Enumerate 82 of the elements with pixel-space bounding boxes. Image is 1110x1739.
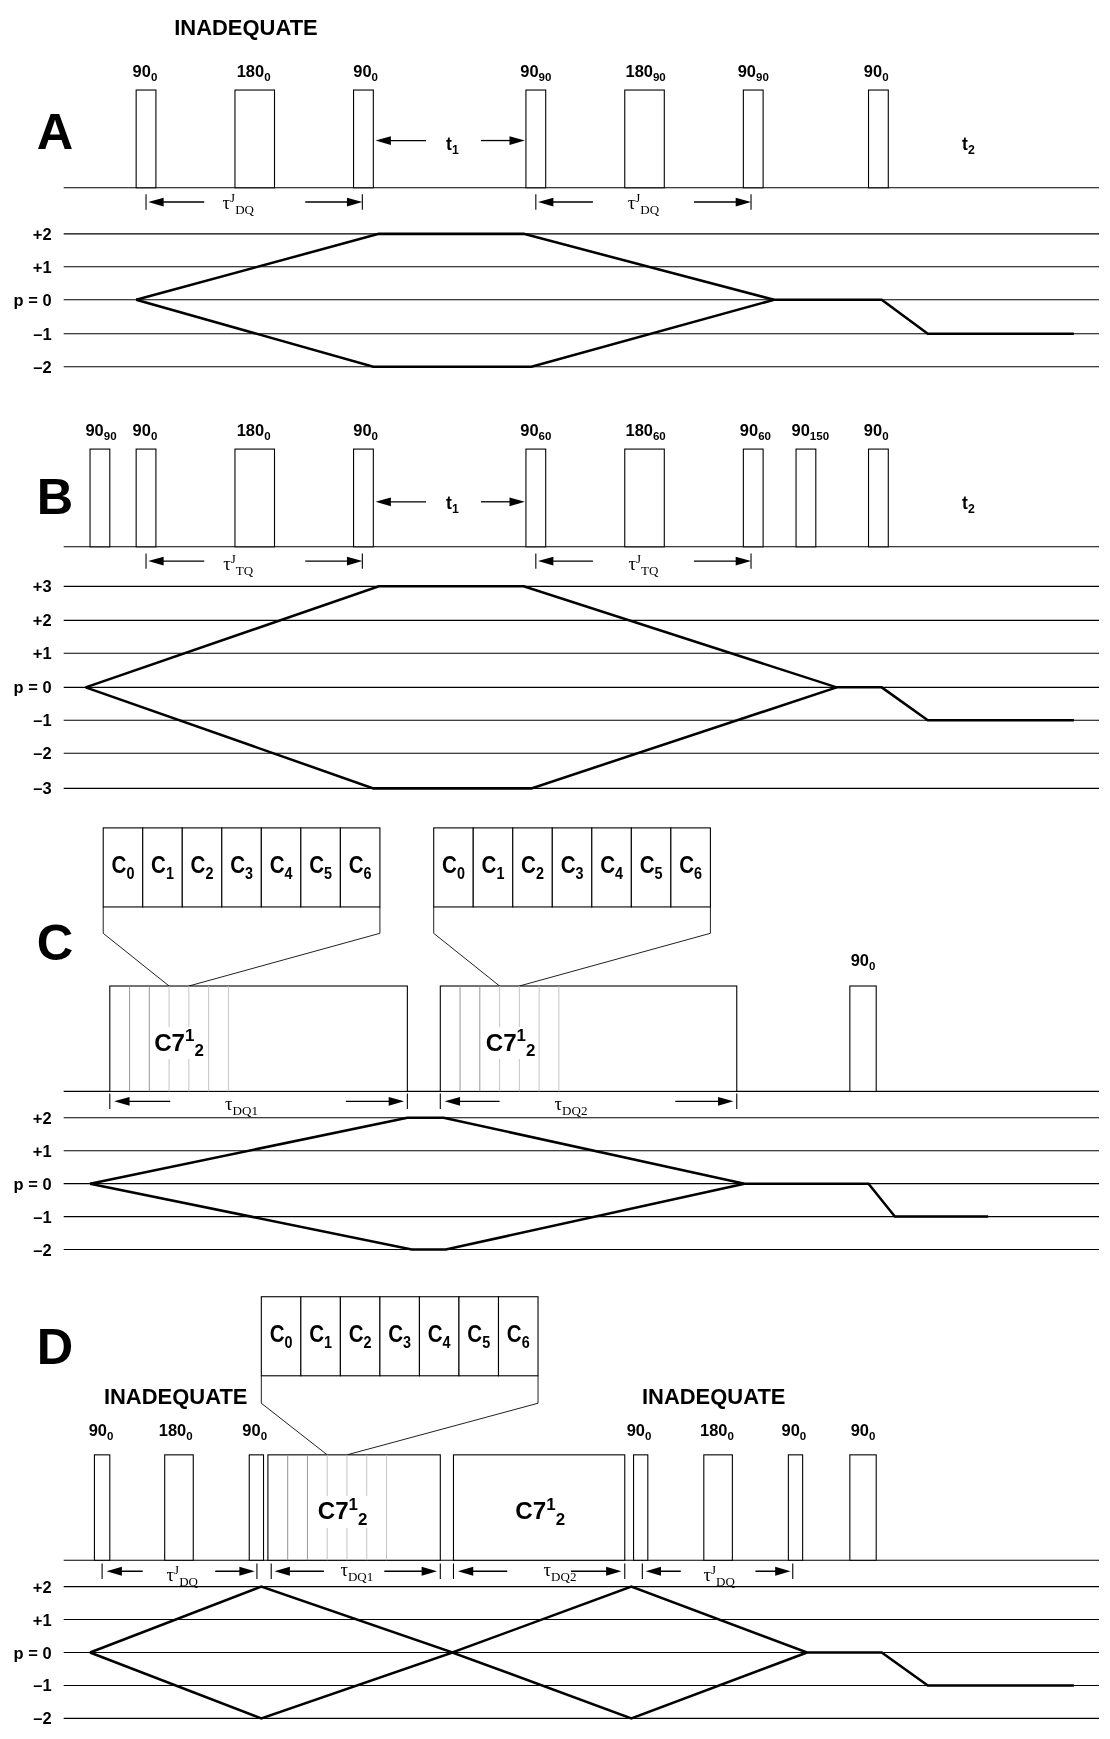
coherence-level-label: –2 xyxy=(33,1710,52,1727)
time-label: t$_{1}$ xyxy=(446,135,459,157)
cycle-label: C$_{1}$ xyxy=(481,853,505,882)
pulse-label: 90$_{0}$ xyxy=(353,62,378,83)
cycle-label: C$_{1}$ xyxy=(151,853,174,882)
cycle-label: C$_{3}$ xyxy=(230,853,253,882)
sequence-title: INADEQUATE xyxy=(174,16,318,39)
coherence-level-label: +1 xyxy=(32,1142,52,1159)
panel-letter: D xyxy=(36,1320,74,1372)
coherence-level-label: +2 xyxy=(32,225,52,243)
coherence-level-label: p = 0 xyxy=(13,291,52,308)
cycle-label: C$_{0}$ xyxy=(442,853,465,882)
pulse-label: 90$_{0}$ xyxy=(626,1421,652,1442)
delay-label: τ$_{DQ1}$ xyxy=(340,1560,374,1585)
pulse-label: 180$_{0}$ xyxy=(700,1421,734,1442)
pulse-label: 180$_{90}$ xyxy=(625,62,666,83)
coherence-level-label: p = 0 xyxy=(13,1644,52,1661)
cycle-label: C$_{5}$ xyxy=(309,853,333,882)
cycle-label: C$_{6}$ xyxy=(506,1322,530,1351)
pulse-label: 90$_{90}$ xyxy=(85,421,117,442)
pulse-label: 90$_{150}$ xyxy=(791,421,830,442)
coherence-level-label: –1 xyxy=(33,712,52,729)
pulse-label: 90$_{90}$ xyxy=(737,62,769,83)
coherence-level-label: +2 xyxy=(32,1109,52,1126)
cycle-label: C$_{3}$ xyxy=(560,853,584,882)
cycle-label: C$_{4}$ xyxy=(600,853,623,882)
coherence-level-label: +1 xyxy=(32,1611,52,1628)
pulse-label: 90$_{60}$ xyxy=(520,421,552,442)
cycle-label: C$_{2}$ xyxy=(521,853,544,882)
pulse-label: 90$_{90}$ xyxy=(520,62,552,83)
coherence-level-label: –2 xyxy=(33,745,52,762)
pulse-label: 90$_{0}$ xyxy=(863,421,889,442)
cycle-label: C$_{5}$ xyxy=(467,1322,491,1351)
pulse-label: 90$_{0}$ xyxy=(132,62,158,83)
coherence-level-label: p = 0 xyxy=(13,1175,52,1192)
cycle-label: C$_{6}$ xyxy=(348,853,372,882)
coherence-level-label: +2 xyxy=(32,612,52,629)
cycle-label: C$_{2}$ xyxy=(348,1322,372,1351)
coherence-level-label: +2 xyxy=(32,1578,52,1595)
coherence-level-label: p = 0 xyxy=(13,679,52,696)
panel-letter: C xyxy=(36,916,74,968)
coherence-level-label: +1 xyxy=(32,258,52,276)
pulse-label: 90$_{0}$ xyxy=(88,1421,114,1442)
cycle-label: C$_{4}$ xyxy=(427,1322,451,1351)
cycle-label: C$_{2}$ xyxy=(190,853,214,882)
cycle-label: C$_{4}$ xyxy=(269,853,293,882)
panel-letter: A xyxy=(36,106,74,157)
coherence-level-label: +3 xyxy=(32,578,52,595)
delay-label: τ$_{DQ1}$ xyxy=(225,1095,258,1119)
cycle-label: C$_{0}$ xyxy=(111,853,135,882)
panel-letter: B xyxy=(36,471,74,522)
coherence-level-label: –2 xyxy=(33,358,52,375)
time-label: t$_{2}$ xyxy=(962,494,975,516)
pulse-label: 90$_{0}$ xyxy=(353,421,378,442)
coherence-level-label: –1 xyxy=(33,325,52,343)
pulse-label: 90$_{0}$ xyxy=(781,1421,807,1442)
cycle-label: C$_{1}$ xyxy=(309,1322,333,1351)
coherence-level-label: –1 xyxy=(33,1677,52,1694)
pulse-label: 180$_{0}$ xyxy=(236,421,271,442)
pulse-label: 180$_{0}$ xyxy=(158,1421,193,1442)
pulse-label: 90$_{0}$ xyxy=(850,1421,876,1442)
pulse-label: 180$_{60}$ xyxy=(625,421,666,442)
coherence-level-label: –3 xyxy=(33,780,52,797)
cycle-label: C$_{3}$ xyxy=(388,1322,412,1351)
coherence-level-label: +1 xyxy=(32,645,52,662)
pulse-label: 90$_{0}$ xyxy=(863,62,889,83)
coherence-level-label: –1 xyxy=(33,1208,52,1225)
pulse-label: 90$_{0}$ xyxy=(242,1421,268,1442)
pulse-label: 180$_{0}$ xyxy=(236,62,271,83)
pulse-label: 90$_{0}$ xyxy=(850,951,876,972)
delay-label: τ$_{DQ2}$ xyxy=(554,1095,588,1119)
sequence-title: INADEQUATE xyxy=(103,1385,248,1408)
pulse-label: 90$_{60}$ xyxy=(739,421,771,442)
cycle-label: C$_{0}$ xyxy=(269,1322,293,1351)
sequence-title: INADEQUATE xyxy=(641,1385,786,1408)
coherence-level-label: –2 xyxy=(33,1241,52,1258)
time-label: t$_{1}$ xyxy=(446,494,459,516)
time-label: t$_{2}$ xyxy=(962,135,975,157)
delay-label: τ$_{DQ2}$ xyxy=(543,1560,577,1585)
pulse-label: 90$_{0}$ xyxy=(132,421,158,442)
cycle-label: C$_{5}$ xyxy=(639,853,663,882)
cycle-label: C$_{6}$ xyxy=(679,853,703,882)
